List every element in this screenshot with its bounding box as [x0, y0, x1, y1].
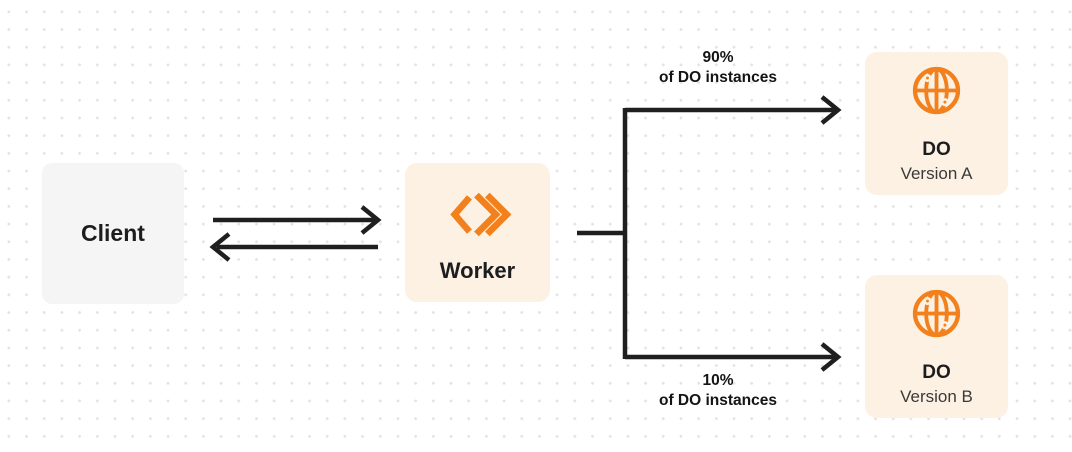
split-top-label: 90% of DO instances: [638, 48, 798, 88]
workers-brackets-icon: [449, 192, 511, 237]
worker-label: Worker: [439, 258, 516, 283]
client-label: Client: [81, 220, 145, 246]
do-b-subtitle: Version B: [900, 386, 973, 406]
split-bottom-caption: of DO instances: [659, 392, 777, 409]
client-node: Client: [42, 163, 184, 304]
worker-node: Worker: [405, 163, 550, 302]
globe-icon: [912, 66, 961, 115]
branch-to-do-b-arrowhead: [820, 342, 842, 372]
split-bottom-label: 10% of DO instances: [638, 371, 798, 411]
split-bottom-percent: 10%: [702, 372, 734, 389]
do-version-a-node: DO Version A: [865, 52, 1008, 195]
do-a-title: DO: [922, 139, 951, 160]
client-to-worker-arrowhead: [360, 205, 382, 235]
globe-icon: [912, 289, 961, 338]
worker-to-client-arrowhead: [209, 232, 231, 262]
do-b-title: DO: [922, 362, 951, 383]
do-a-subtitle: Version A: [900, 163, 973, 183]
branch-to-do-a-arrowhead: [820, 95, 842, 125]
do-version-b-node: DO Version B: [865, 275, 1008, 418]
split-top-caption: of DO instances: [659, 69, 777, 86]
split-top-percent: 90%: [702, 49, 734, 66]
